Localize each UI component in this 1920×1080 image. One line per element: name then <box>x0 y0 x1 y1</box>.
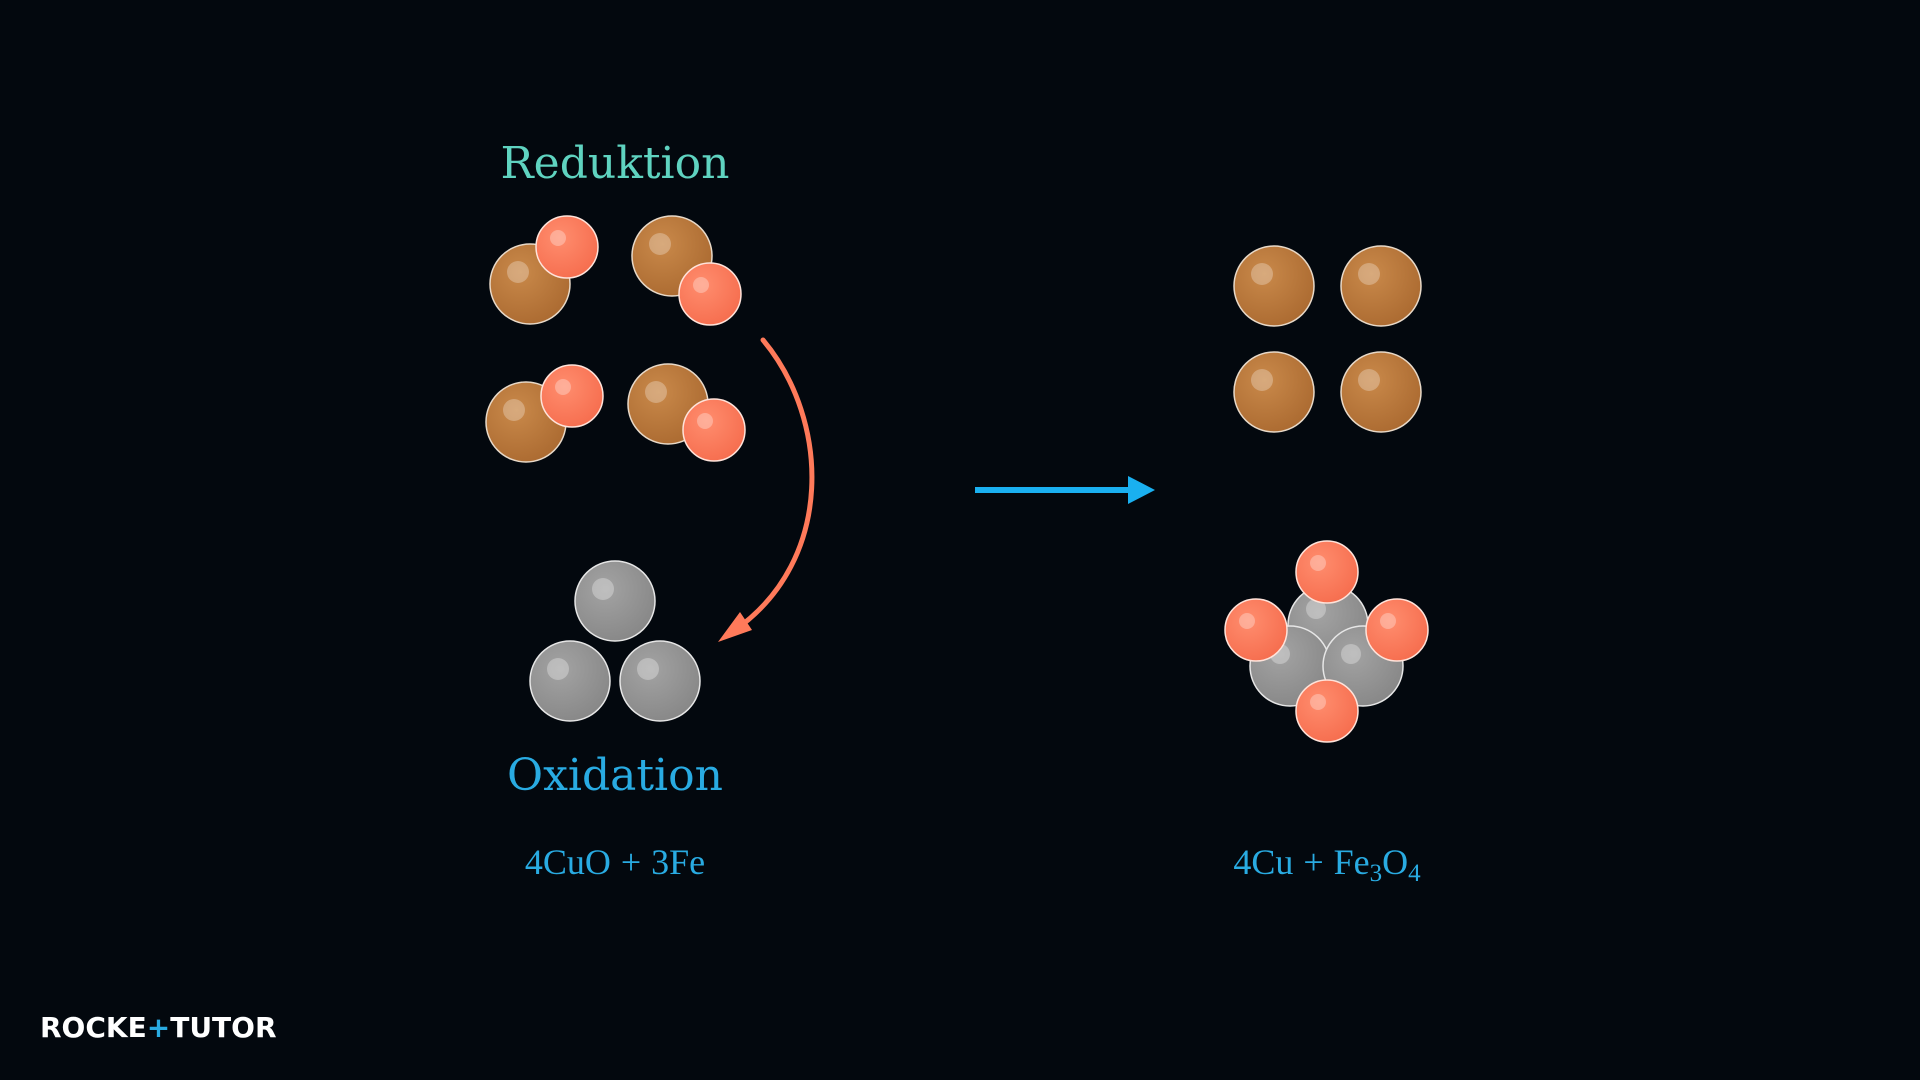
copper-atom <box>1233 351 1315 433</box>
copper-oxide-molecule <box>627 363 746 462</box>
oxidation-label: Oxidation <box>507 750 723 801</box>
iron-atom <box>529 640 611 722</box>
curved-arrow-head <box>718 612 752 642</box>
copper-oxide-molecule <box>485 364 604 463</box>
oxygen-atom <box>1224 598 1288 662</box>
oxygen-atom <box>540 364 604 428</box>
iron-oxide-cluster <box>1224 540 1429 743</box>
copper-atom <box>1340 245 1422 327</box>
copper-oxide-molecule <box>631 215 742 326</box>
copper-oxide-molecules <box>485 215 746 463</box>
oxygen-atom <box>1365 598 1429 662</box>
logo-text: ROCKE+TUTOR <box>40 1011 277 1044</box>
iron-atoms <box>529 560 701 722</box>
reactant-equation: 4CuO+3Fe <box>525 842 705 882</box>
oxygen-atom <box>535 215 599 279</box>
copper-atom <box>1340 351 1422 433</box>
iron-atom <box>619 640 701 722</box>
reduction-label: Reduktion <box>501 138 730 189</box>
oxygen-atom <box>678 262 742 326</box>
curved-arrow-icon <box>732 337 815 633</box>
right-arrow-icon <box>975 476 1155 504</box>
oxygen-atom <box>1295 540 1359 604</box>
copper-oxide-molecule <box>489 215 599 325</box>
product-equation: 4Cu+Fe3O4 <box>1233 842 1421 887</box>
rocket-tutor-logo: ROCKE+TUTOR <box>40 1011 277 1044</box>
logo-plus-icon: + <box>147 1011 170 1044</box>
copper-atoms <box>1233 245 1422 433</box>
oxygen-atom <box>1295 679 1359 743</box>
copper-atom <box>1233 245 1315 327</box>
iron-atom <box>574 560 656 642</box>
logo-r-icon: R <box>255 1011 277 1044</box>
oxygen-atom <box>682 398 746 462</box>
